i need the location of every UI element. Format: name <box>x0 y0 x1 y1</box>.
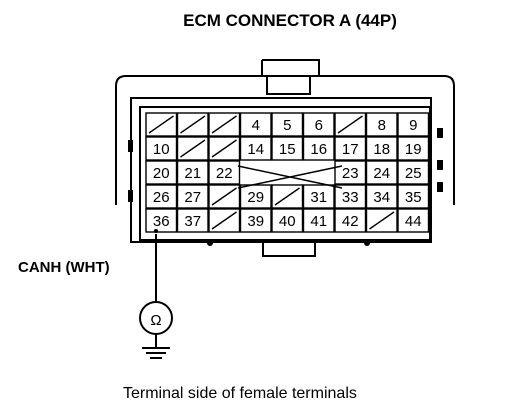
terminal-cavity <box>334 160 367 185</box>
terminal-number: 39 <box>247 213 264 230</box>
unused-terminal-mark <box>274 187 300 206</box>
terminal-number: 36 <box>153 213 170 230</box>
terminal-number: 16 <box>310 141 327 158</box>
terminal-cavity <box>145 136 178 161</box>
terminal-number: 33 <box>342 189 359 206</box>
wire-label: CANH (WHT) <box>18 259 110 276</box>
latch-marker <box>207 240 213 246</box>
probe-point <box>154 229 158 233</box>
latch-marker <box>128 140 133 152</box>
terminal-cavity <box>176 160 209 185</box>
svg-text:Ω: Ω <box>150 312 161 329</box>
terminal-cavity <box>302 136 335 161</box>
diagram-title: ECM CONNECTOR A (44P) <box>183 11 397 30</box>
terminal-cavity <box>271 112 304 137</box>
terminal-number: 20 <box>153 165 170 182</box>
terminal-cavity <box>176 184 209 209</box>
terminal-cavity <box>397 136 430 161</box>
ground-icon <box>142 347 170 359</box>
terminal-number: 14 <box>247 141 264 158</box>
terminal-cavity <box>145 160 178 185</box>
terminal-number: 19 <box>405 141 422 158</box>
terminal-number: 5 <box>283 117 291 134</box>
latch-marker <box>437 128 443 138</box>
connector-housing <box>115 59 455 257</box>
terminal-cavity <box>271 208 304 233</box>
terminal-number: 18 <box>373 141 390 158</box>
terminal-number: 37 <box>184 213 201 230</box>
unused-terminal-mark <box>211 139 237 158</box>
terminal-number: 6 <box>315 117 323 134</box>
terminal-cavity <box>208 160 241 185</box>
terminal-cavity <box>334 208 367 233</box>
terminal-cavity <box>365 112 398 137</box>
unused-terminal-mark <box>180 115 206 134</box>
terminal-number: 27 <box>184 189 201 206</box>
latch-marker <box>128 190 133 202</box>
unused-terminal-mark <box>180 139 206 158</box>
terminal-cavity <box>334 184 367 209</box>
terminal-number: 34 <box>373 189 390 206</box>
terminal-number: 4 <box>252 117 260 134</box>
terminal-cavity <box>365 184 398 209</box>
terminal-number: 25 <box>405 165 422 182</box>
terminal-number: 8 <box>378 117 386 134</box>
terminal-number: 26 <box>153 189 170 206</box>
terminal-cavity <box>239 208 272 233</box>
ohmmeter-icon: Ω <box>139 301 173 335</box>
terminal-cavity <box>302 184 335 209</box>
terminal-number: 31 <box>310 189 327 206</box>
probe-circuit: Ω <box>139 234 173 359</box>
terminal-cavity <box>302 208 335 233</box>
terminal-cavity <box>397 184 430 209</box>
terminal-number: 44 <box>405 213 422 230</box>
terminal-number: 42 <box>342 213 359 230</box>
terminal-cavity <box>397 208 430 233</box>
terminal-cavity <box>176 208 209 233</box>
terminal-number: 35 <box>405 189 422 206</box>
terminal-cavity <box>302 112 335 137</box>
terminal-cavity <box>365 160 398 185</box>
terminal-number: 21 <box>184 165 201 182</box>
terminal-number: 9 <box>409 117 417 134</box>
terminal-number: 29 <box>247 189 264 206</box>
terminal-cavity <box>334 136 367 161</box>
caption: Terminal side of female terminals <box>123 385 357 402</box>
terminal-grid: 4 5 6 8 9 10 14 15 16 17 18 19 20 21 22 23 24 25 26 27 29 31 3… <box>145 112 430 233</box>
unused-terminal-mark <box>337 115 363 134</box>
terminal-number: 40 <box>279 213 296 230</box>
terminal-number: 41 <box>310 213 327 230</box>
terminal-cavity <box>397 160 430 185</box>
terminal-number: 17 <box>342 141 359 158</box>
unused-terminal-mark <box>211 187 237 206</box>
unused-terminal-mark <box>211 211 237 230</box>
unused-terminal-mark <box>148 115 174 134</box>
terminal-cavity <box>145 208 178 233</box>
unused-terminal-mark <box>211 115 237 134</box>
latch-marker <box>437 160 443 170</box>
terminal-number: 24 <box>373 165 390 182</box>
latch-marker <box>364 240 370 246</box>
unused-terminal-mark <box>369 211 395 230</box>
terminal-cavity <box>239 136 272 161</box>
terminal-number: 22 <box>216 165 233 182</box>
terminal-cavity <box>365 136 398 161</box>
terminal-cavity <box>271 136 304 161</box>
terminal-cavity <box>239 112 272 137</box>
terminal-cavity <box>397 112 430 137</box>
latch-marker <box>437 182 443 192</box>
terminal-cavity <box>145 184 178 209</box>
blocked-area <box>237 165 343 189</box>
terminal-number: 15 <box>279 141 296 158</box>
terminal-number: 23 <box>342 165 359 182</box>
terminal-number: 10 <box>153 141 170 158</box>
